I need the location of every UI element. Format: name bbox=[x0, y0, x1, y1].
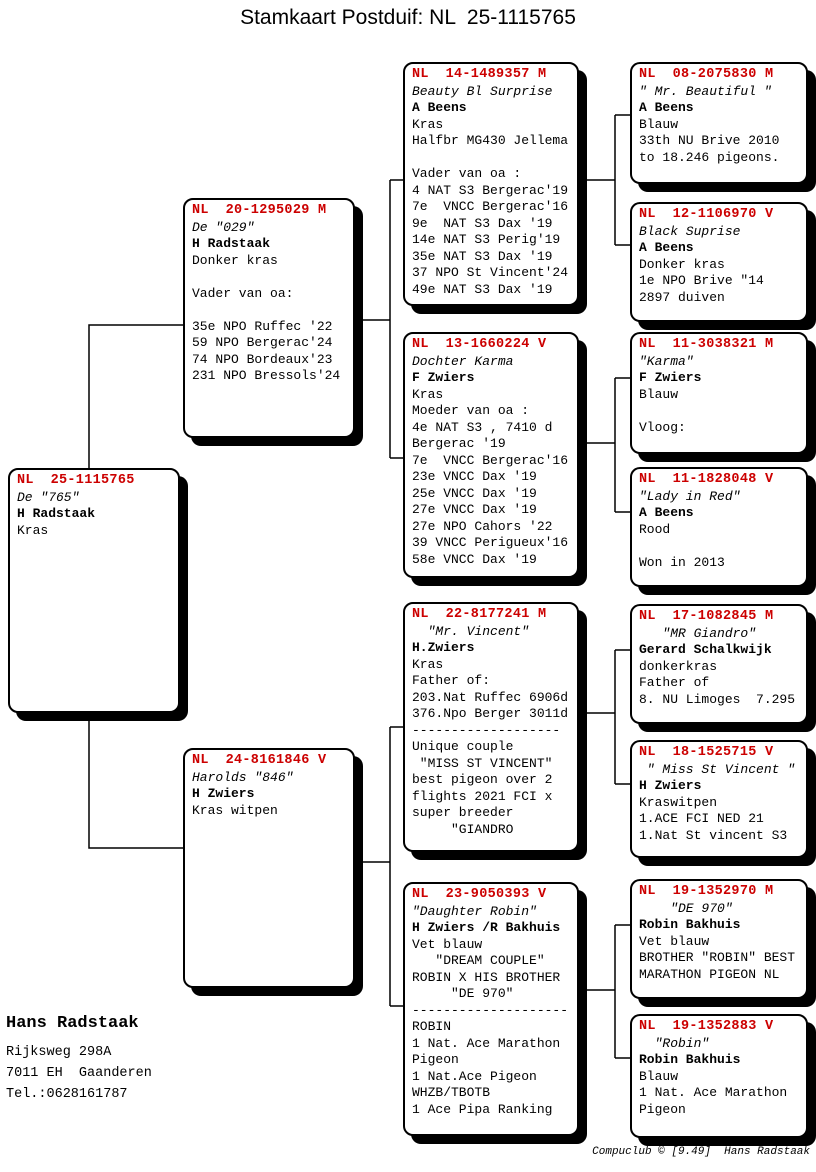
pigeon-details: Vet blauw BROTHER "ROBIN" BEST MARATHON … bbox=[639, 933, 796, 982]
pigeon-nickname: "Lady in Red" bbox=[639, 488, 741, 504]
ring-number: NL 19-1352970 M bbox=[639, 884, 774, 899]
pedigree-box-greatgrandparent-5: NL 17-1082845 M "MR Giandro" Gerard Scha… bbox=[630, 604, 808, 724]
connector-gp4-greatgrandparents bbox=[572, 924, 636, 1059]
compuclub-footer: Compuclub © [9.49] Hans Radstaak bbox=[592, 1146, 810, 1158]
breeder-name: Robin Bakhuis bbox=[639, 1052, 741, 1067]
connector-father-grandparents bbox=[350, 179, 410, 459]
pigeon-details: Blauw 33th NU Brive 2010 to 18.246 pigeo… bbox=[639, 116, 780, 165]
breeder-name: H Zwiers bbox=[639, 778, 702, 793]
pigeon-details: Vet blauw "DREAM COUPLE" ROBIN X HIS BRO… bbox=[412, 936, 569, 1117]
connector-mother-grandparents bbox=[350, 726, 410, 1007]
pigeon-nickname: " Mr. Beautiful " bbox=[639, 83, 772, 99]
pigeon-nickname: "Mr. Vincent" bbox=[412, 623, 530, 639]
breeder-name: H Zwiers /R Bakhuis bbox=[412, 920, 561, 935]
pigeon-details: Donker kras Vader van oa: 35e NPO Ruffec… bbox=[192, 252, 341, 384]
pigeon-nickname: "Robin" bbox=[639, 1035, 710, 1051]
ring-number: NL 20-1295029 M bbox=[192, 203, 327, 218]
ring-number: NL 19-1352883 V bbox=[639, 1019, 774, 1034]
breeder-name: A Beens bbox=[412, 100, 467, 115]
pigeon-details: Donker kras 1e NPO Brive "14 2897 duiven bbox=[639, 256, 764, 305]
breeder-name: H Radstaak bbox=[17, 506, 96, 521]
pedigree-box-grandfather-paternal: NL 14-1489357 M Beauty Bl Surprise A Bee… bbox=[403, 62, 579, 306]
ring-number: NL 17-1082845 M bbox=[639, 609, 774, 624]
pigeon-nickname: Beauty Bl Surprise bbox=[412, 83, 553, 99]
pedigree-box-greatgrandparent-1: NL 08-2075830 M " Mr. Beautiful " A Been… bbox=[630, 62, 808, 184]
breeder-name: F Zwiers bbox=[412, 370, 475, 385]
pedigree-box-mother: NL 24-8161846 V Harolds "846" H Zwiers K… bbox=[183, 748, 355, 988]
breeder-name: A Beens bbox=[639, 505, 694, 520]
pigeon-nickname: "Daughter Robin" bbox=[412, 903, 537, 919]
ring-number: NL 25-1115765 bbox=[17, 473, 135, 488]
pigeon-details: Blauw 1 Nat. Ace Marathon Pigeon bbox=[639, 1068, 788, 1117]
connector-subject-mother bbox=[88, 700, 190, 849]
connector-gp3-greatgrandparents bbox=[572, 649, 636, 785]
pigeon-details: Kras bbox=[17, 522, 49, 538]
pedigree-box-grandfather-maternal: NL 22-8177241 M "Mr. Vincent" H.Zwiers K… bbox=[403, 602, 579, 852]
ring-number: NL 14-1489357 M bbox=[412, 67, 547, 82]
pedigree-box-greatgrandparent-6: NL 18-1525715 V " Miss St Vincent " H Zw… bbox=[630, 740, 808, 858]
ring-number: NL 24-8161846 V bbox=[192, 753, 327, 768]
ring-number: NL 08-2075830 M bbox=[639, 67, 774, 82]
pigeon-details: Kras Halfbr MG430 Jellema Vader van oa :… bbox=[412, 116, 569, 297]
pedigree-box-grandmother-maternal: NL 23-9050393 V "Daughter Robin" H Zwier… bbox=[403, 882, 579, 1136]
owner-info-block: Hans Radstaak Rijksweg 298A 7011 EH Gaan… bbox=[6, 1014, 152, 1105]
pigeon-nickname: Black Suprise bbox=[639, 223, 741, 239]
pigeon-details: Kras Father of: 203.Nat Ruffec 6906d 376… bbox=[412, 656, 569, 837]
breeder-name: Robin Bakhuis bbox=[639, 917, 741, 932]
breeder-name: H Radstaak bbox=[192, 236, 271, 251]
pigeon-details: Kras witpen bbox=[192, 802, 278, 818]
ring-number: NL 23-9050393 V bbox=[412, 887, 547, 902]
pigeon-nickname: "Karma" bbox=[639, 353, 694, 369]
pigeon-details: Kraswitpen 1.ACE FCI NED 21 1.Nat St vin… bbox=[639, 794, 788, 843]
pigeon-details: donkerkras Father of 8. NU Limoges 7.295 bbox=[639, 658, 796, 707]
breeder-name: F Zwiers bbox=[639, 370, 702, 385]
pigeon-details: Blauw Vloog: bbox=[639, 386, 686, 435]
connector-gp1-greatgrandparents bbox=[572, 114, 636, 246]
breeder-name: Gerard Schalkwijk bbox=[639, 642, 772, 657]
pigeon-details: Rood Won in 2013 bbox=[639, 521, 725, 570]
breeder-name: H.Zwiers bbox=[412, 640, 475, 655]
breeder-name: A Beens bbox=[639, 100, 694, 115]
pigeon-nickname: "DE 970" bbox=[639, 900, 733, 916]
pigeon-nickname: "MR Giandro" bbox=[639, 625, 757, 641]
pigeon-nickname: Harolds "846" bbox=[192, 769, 294, 785]
ring-number: NL 18-1525715 V bbox=[639, 745, 774, 760]
pedigree-box-greatgrandparent-3: NL 11-3038321 M "Karma" F Zwiers Blauw V… bbox=[630, 332, 808, 454]
pedigree-box-greatgrandparent-8: NL 19-1352883 V "Robin" Robin Bakhuis Bl… bbox=[630, 1014, 808, 1138]
pigeon-nickname: " Miss St Vincent " bbox=[639, 761, 796, 777]
ring-number: NL 11-3038321 M bbox=[639, 337, 774, 352]
pedigree-box-greatgrandparent-2: NL 12-1106970 V Black Suprise A Beens Do… bbox=[630, 202, 808, 322]
pedigree-box-greatgrandparent-4: NL 11-1828048 V "Lady in Red" A Beens Ro… bbox=[630, 467, 808, 587]
page-title: Stamkaart Postduif: NL 25-1115765 bbox=[240, 6, 576, 29]
breeder-name: H Zwiers bbox=[192, 786, 255, 801]
pigeon-nickname: Dochter Karma bbox=[412, 353, 514, 369]
ring-number: NL 12-1106970 V bbox=[639, 207, 774, 222]
pedigree-box-grandmother-paternal: NL 13-1660224 V Dochter Karma F Zwiers K… bbox=[403, 332, 579, 578]
pedigree-box-greatgrandparent-7: NL 19-1352970 M "DE 970" Robin Bakhuis V… bbox=[630, 879, 808, 999]
connector-subject-father bbox=[88, 324, 190, 480]
ring-number: NL 11-1828048 V bbox=[639, 472, 774, 487]
pigeon-nickname: De "765" bbox=[17, 489, 80, 505]
ring-number: NL 22-8177241 M bbox=[412, 607, 547, 622]
breeder-name: A Beens bbox=[639, 240, 694, 255]
pigeon-nickname: De "029" bbox=[192, 219, 255, 235]
owner-address: Rijksweg 298A 7011 EH Gaanderen Tel.:062… bbox=[6, 1045, 152, 1102]
connector-gp2-greatgrandparents bbox=[572, 377, 636, 513]
pedigree-box-subject: NL 25-1115765 De "765" H Radstaak Kras bbox=[8, 468, 180, 713]
ring-number: NL 13-1660224 V bbox=[412, 337, 547, 352]
owner-name: Hans Radstaak bbox=[6, 1014, 139, 1033]
pedigree-box-father: NL 20-1295029 M De "029" H Radstaak Donk… bbox=[183, 198, 355, 438]
pigeon-details: Kras Moeder van oa : 4e NAT S3 , 7410 d … bbox=[412, 386, 569, 567]
